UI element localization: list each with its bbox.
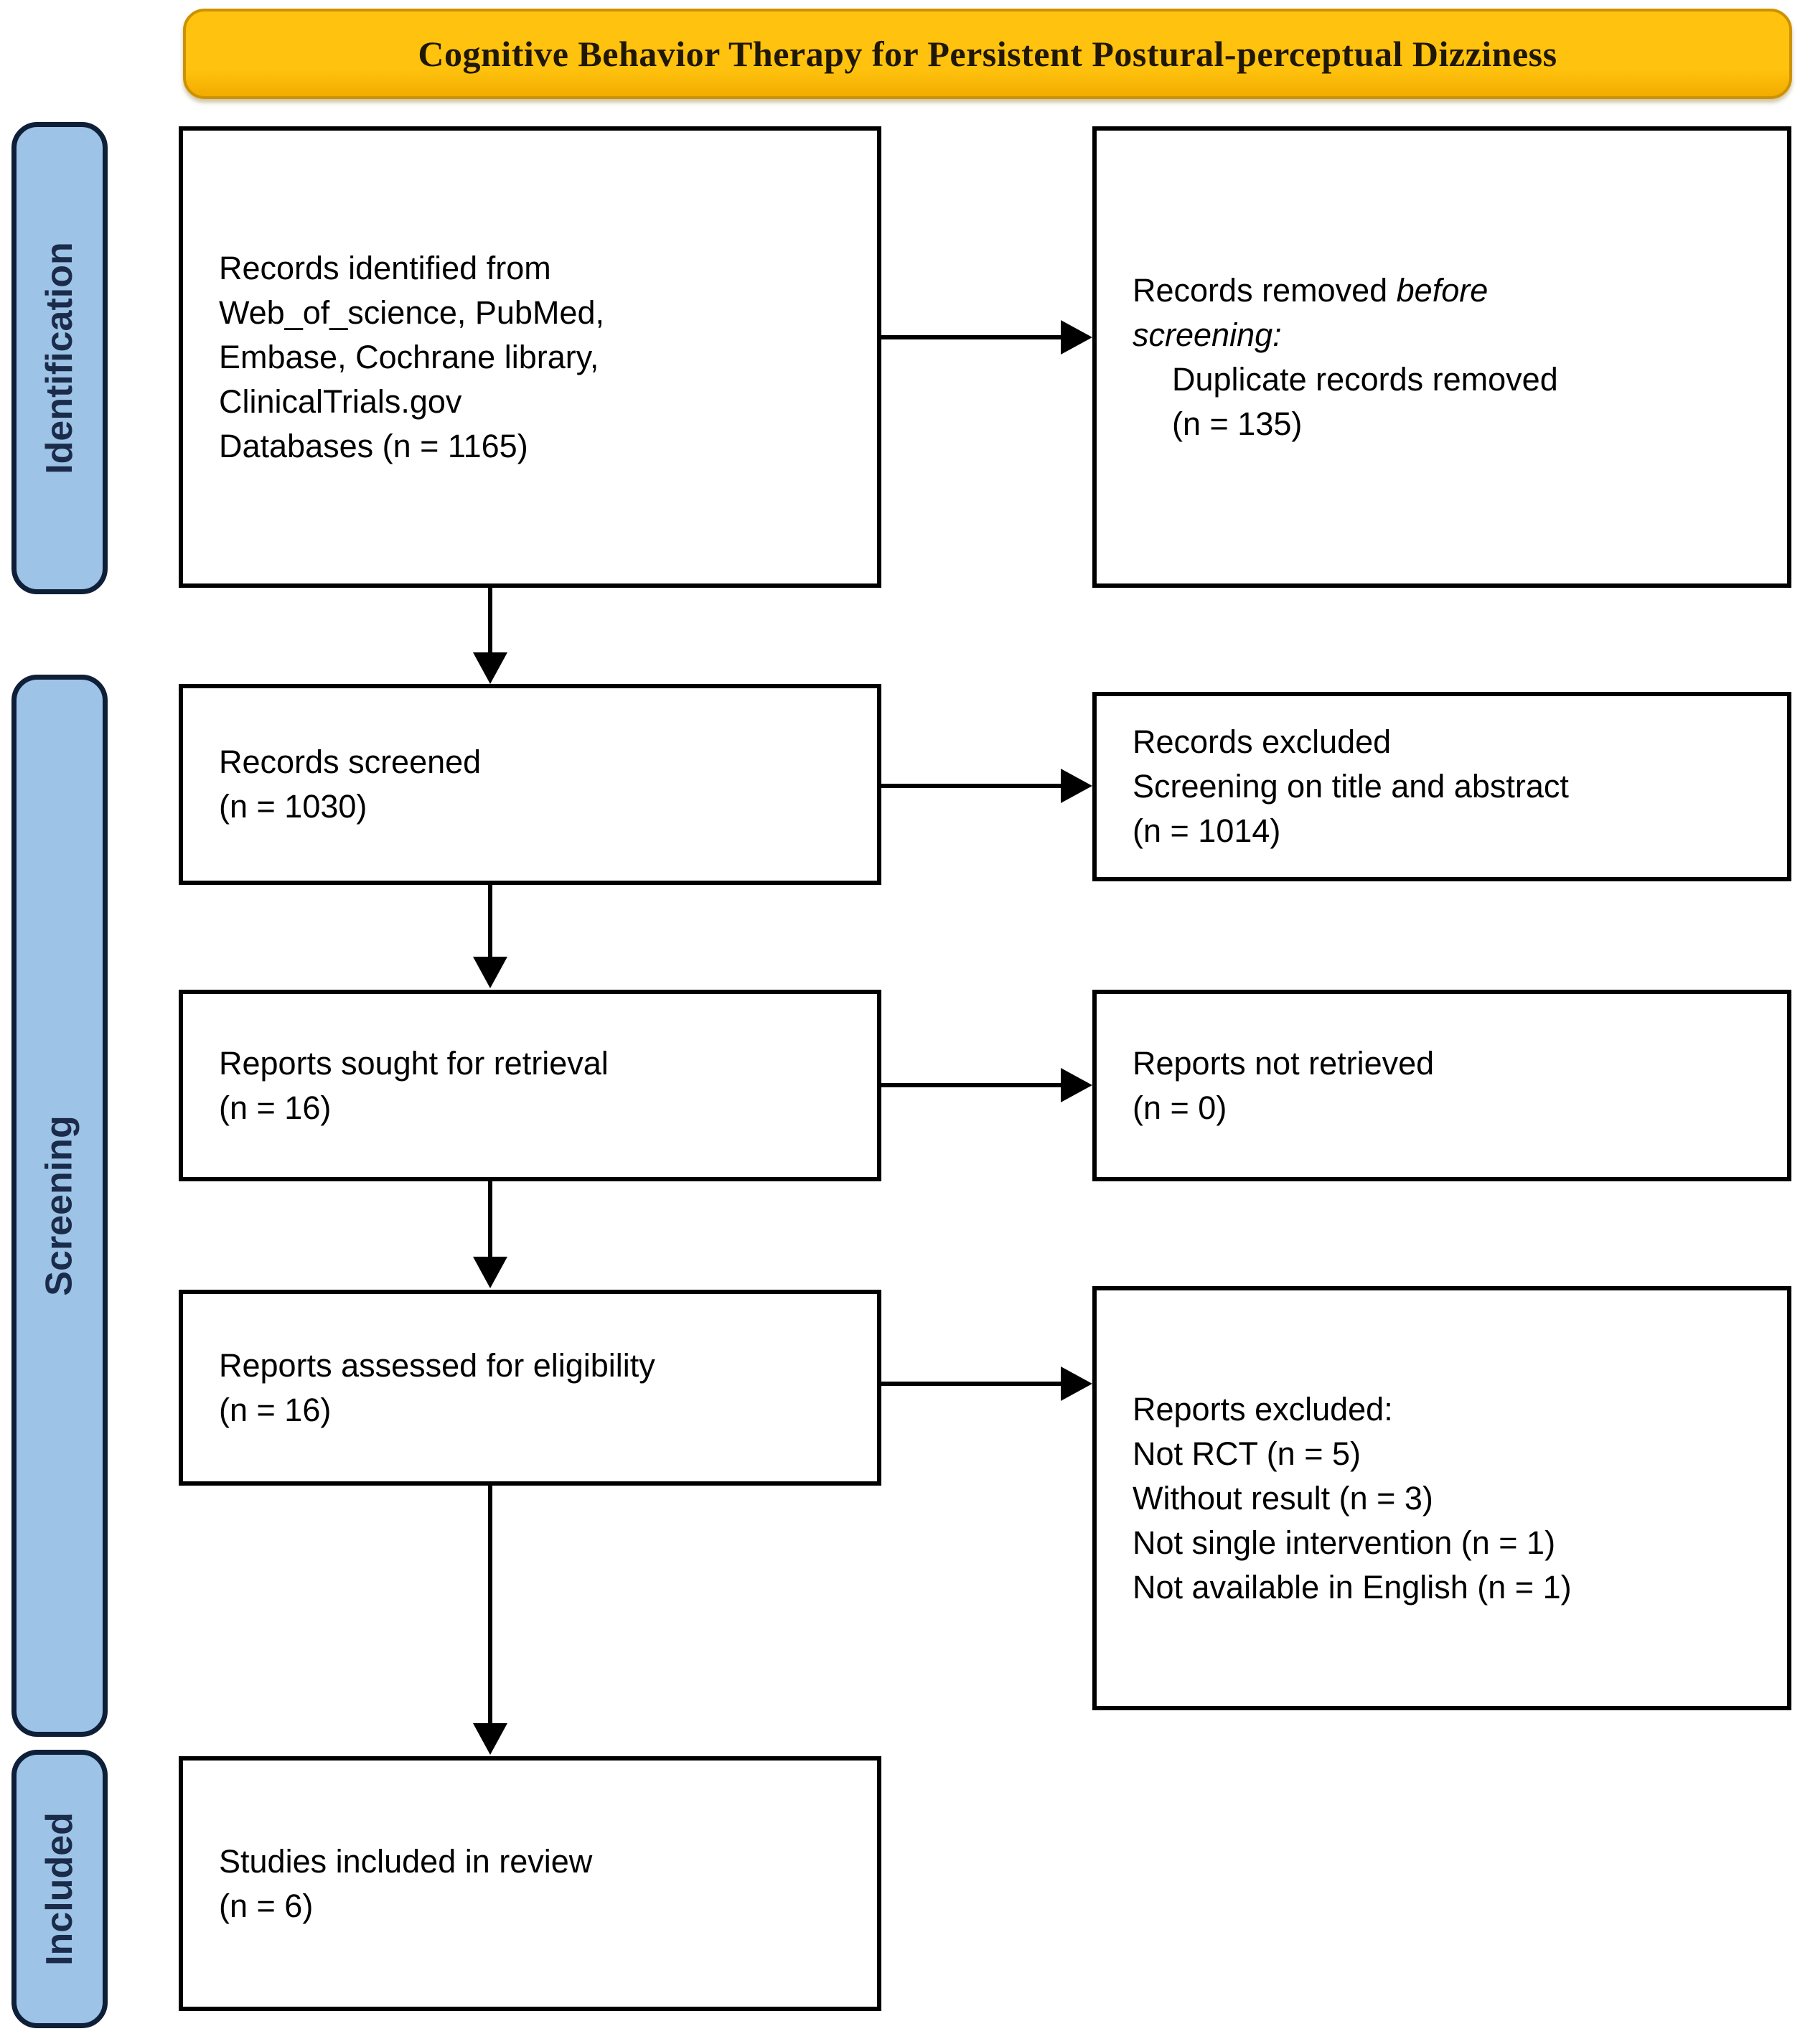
stage-identification: Identification [11,122,108,594]
arrow-assessed-to-excluded [881,1366,1092,1401]
records-removed-prefix: Records removed [1133,271,1397,309]
arrow-screened-to-sought [473,885,507,988]
arrow-assessed-to-included [473,1486,507,1755]
box-reports-excluded: Reports excluded: Not RCT (n = 5) Withou… [1092,1286,1791,1710]
arrow-sought-to-not-retrieved [881,1068,1092,1102]
box-records-screened: Records screened (n = 1030) [179,684,881,885]
reports-not-retrieved-text: Reports not retrieved (n = 0) [1133,1044,1435,1126]
arrow-identified-to-removed [881,320,1092,355]
box-studies-included: Studies included in review (n = 6) [179,1756,881,2011]
arrow-screened-to-excluded [881,769,1092,803]
stage-screening-label: Screening [39,1115,81,1296]
box-records-excluded: Records excluded Screening on title and … [1092,692,1791,881]
stage-identification-label: Identification [39,242,80,474]
diagram-title: Cognitive Behavior Therapy for Persisten… [418,34,1557,74]
records-excluded-text: Records excluded Screening on title and … [1133,723,1569,849]
box-records-identified: Records identified from Web_of_science, … [179,126,881,588]
duplicate-records-removed-text: Duplicate records removed (n = 135) [1172,360,1558,442]
title-banner: Cognitive Behavior Therapy for Persisten… [183,9,1792,99]
box-reports-assessed: Reports assessed for eligibility (n = 16… [179,1290,881,1486]
reports-sought-text: Reports sought for retrieval (n = 16) [219,1044,609,1126]
studies-included-text: Studies included in review (n = 6) [219,1842,593,1924]
records-removed-italic: before screening: [1133,271,1489,353]
stage-screening: Screening [11,675,108,1737]
arrow-identified-to-screened [473,588,507,684]
records-identified-text: Records identified from Web_of_science, … [219,249,604,464]
stage-included-label: Included [39,1812,81,1966]
arrow-sought-to-assessed [473,1181,507,1288]
records-screened-text: Records screened (n = 1030) [219,744,482,825]
box-records-removed-before-screening: Records removed before screening: Duplic… [1092,126,1791,588]
box-reports-sought: Reports sought for retrieval (n = 16) [179,990,881,1181]
reports-excluded-text: Reports excluded: Not RCT (n = 5) Withou… [1133,1390,1572,1605]
reports-assessed-text: Reports assessed for eligibility (n = 16… [219,1346,655,1428]
box-reports-not-retrieved: Reports not retrieved (n = 0) [1092,990,1791,1181]
records-removed-text: Records removed before screening: Duplic… [1133,224,1558,491]
stage-included: Included [11,1750,108,2028]
